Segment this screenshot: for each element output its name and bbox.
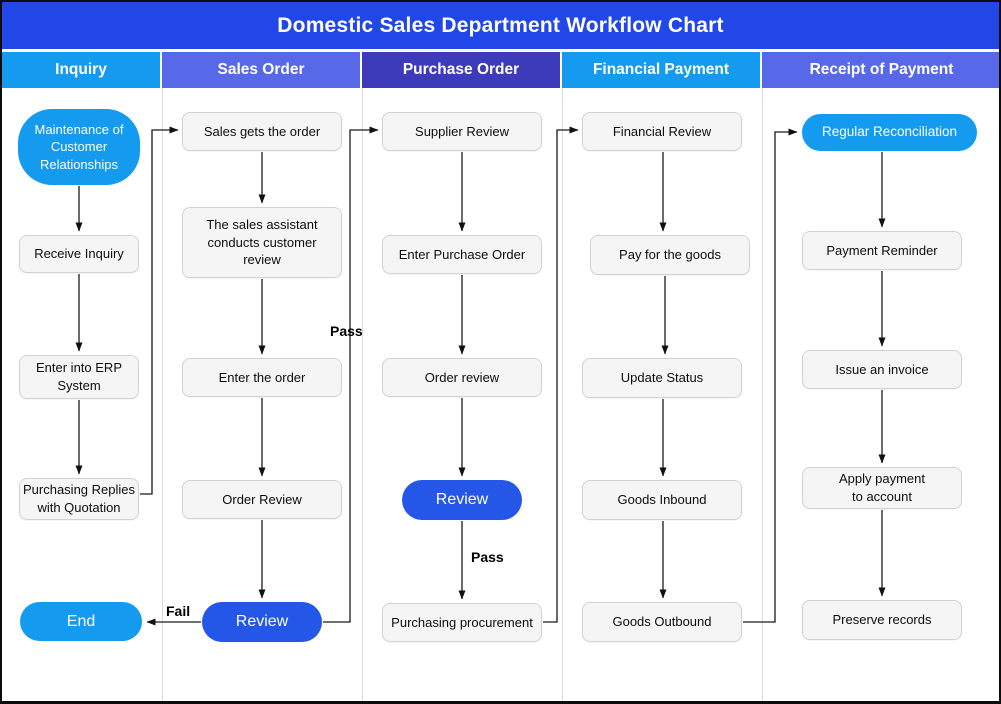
edge-label-pass-sales-to-purchase: Pass (330, 323, 363, 339)
flow-node-financial-review: Financial Review (582, 112, 742, 151)
edge-label-pass-review-to-procurement: Pass (471, 549, 504, 565)
flow-node-regular-reconciliation: Regular Reconciliation (802, 114, 977, 151)
flow-node-payment-reminder: Payment Reminder (802, 231, 962, 270)
flow-node-apply-payment-to-account: Apply payment to account (802, 467, 962, 509)
flow-node-sales-gets-the-order: Sales gets the order (182, 112, 342, 151)
edge-label-fail-review-to-end: Fail (166, 603, 190, 619)
flow-node-goods-inbound: Goods Inbound (582, 480, 742, 520)
flow-node-maintenance-of-customer-relationships: Maintenance of Customer Relationships (18, 109, 140, 185)
flow-node-sales-assistant-customer-review: The sales assistant conducts customer re… (182, 207, 342, 278)
flow-node-end: End (20, 602, 142, 641)
flow-node-enter-the-order: Enter the order (182, 358, 342, 397)
edge-goods-outbound-to-regular-reconciliation (743, 132, 797, 622)
edge-purchasing-replies-to-sales-gets (140, 130, 178, 494)
edge-purchasing-procurement-to-financial-review (543, 130, 578, 622)
flow-node-purchasing-procurement: Purchasing procurement (382, 603, 542, 642)
flow-node-preserve-records: Preserve records (802, 600, 962, 640)
flow-node-purchasing-replies-with-quotation: Purchasing Replies with Quotation (19, 478, 139, 520)
flow-node-review-sales: Review (202, 602, 322, 642)
flow-node-enter-purchase-order: Enter Purchase Order (382, 235, 542, 274)
flow-node-order-review-purchase: Order review (382, 358, 542, 397)
flow-node-enter-into-erp-system: Enter into ERP System (19, 355, 139, 399)
flow-node-pay-for-the-goods: Pay for the goods (590, 235, 750, 275)
flow-node-update-status: Update Status (582, 358, 742, 398)
flow-node-issue-an-invoice: Issue an invoice (802, 350, 962, 389)
flow-node-review-purchase: Review (402, 480, 522, 520)
flow-node-receive-inquiry: Receive Inquiry (19, 235, 139, 273)
flow-node-goods-outbound: Goods Outbound (582, 602, 742, 642)
flow-node-order-review-sales: Order Review (182, 480, 342, 519)
flow-node-supplier-review: Supplier Review (382, 112, 542, 151)
